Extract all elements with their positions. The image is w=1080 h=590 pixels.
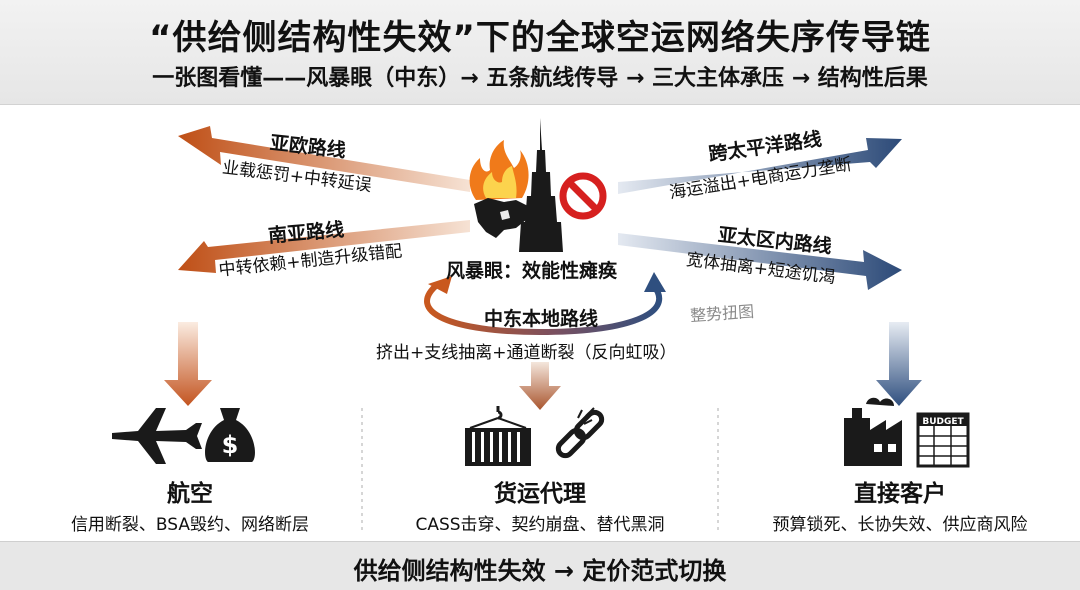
money-bag-icon: $ [205,408,255,462]
page-subtitle: 一张图看懂——风暴眼（中东）→ 五条航线传导 → 三大主体承压 → 结构性后果 [152,66,928,91]
arrow-down-freight [519,362,561,410]
page-title: “供给侧结构性失效”下的全球空运网络失序传导链 [149,18,931,58]
arrow-down-customers [876,322,922,406]
broken-chain-icon [555,407,605,459]
category-desc-aviation: 信用断裂、BSA毁约、网络断层 [70,515,310,535]
category-title-aviation: 航空 [167,481,213,507]
svg-text:$: $ [222,431,239,459]
arrow-asia-europe [178,126,470,192]
category-desc-customers: 预算锁死、长协失效、供应商风险 [772,515,1028,535]
route-desc-middle-east: 挤出+支线抽离+通道断裂（反向虹吸） [376,343,677,363]
arrow-south-asia [178,220,470,273]
budget-sheet-icon: BUDGET [916,412,970,468]
category-title-freight: 货运代理 [494,481,586,507]
arrow-down-aviation [164,322,212,406]
header: “供给侧结构性失效”下的全球空运网络失序传导链 一张图看懂——风暴眼（中东）→ … [0,0,1080,105]
skyscraper-icon [519,118,563,252]
route-title-middle-east: 中东本地路线 [484,308,599,330]
arrow-transpacific [618,138,902,194]
middle-east-map-icon [474,198,528,238]
category-desc-freight: CASS击穿、契约崩盘、替代黑洞 [415,515,665,535]
factory-icon [844,397,902,466]
arrow-intra-asia [618,233,902,290]
footer-text: 供给侧结构性失效 → 定价范式切换 [353,557,727,585]
budget-label: BUDGET [922,417,964,427]
arrow-middle-east-loop [424,272,666,336]
container-crane-icon [465,406,531,466]
stamp-text: 整势扭图 [689,301,755,326]
airplane-icon [112,408,202,464]
storm-eye-label: 风暴眼：效能性瘫痪 [446,260,618,282]
category-title-customers: 直接客户 [854,481,946,507]
footer-bar: 供给侧结构性失效 → 定价范式切换 [0,541,1080,590]
prohibited-icon [559,172,607,220]
fire-icon [469,140,529,200]
